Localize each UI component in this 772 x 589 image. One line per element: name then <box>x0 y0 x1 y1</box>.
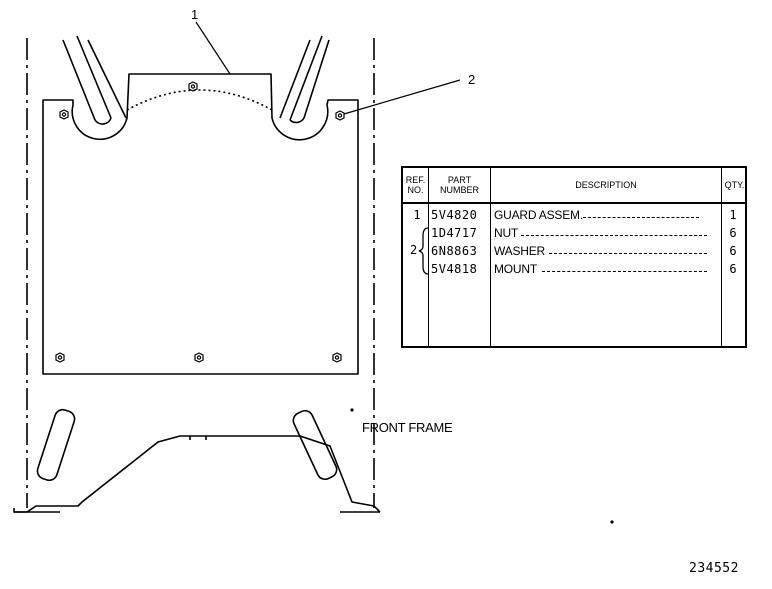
tube-left <box>62 35 127 125</box>
group-ref-number: 2 <box>410 243 418 257</box>
nuts <box>55 81 345 363</box>
table-header <box>403 168 745 204</box>
row-ref: 1 <box>413 208 421 222</box>
table-row: 1 5V4820 GUARD ASSEM. 1 <box>403 208 745 226</box>
frame-bottom <box>13 435 381 513</box>
nut-top-center <box>188 81 198 92</box>
row-description: WASHER <box>494 244 546 258</box>
leader-2 <box>343 79 461 115</box>
nut-bottom-right <box>332 352 342 363</box>
row-qty: 6 <box>729 226 737 240</box>
leader-1 <box>195 21 231 75</box>
callout-1: 1 <box>191 7 199 22</box>
tube-right <box>279 35 330 124</box>
parts-table: REF. NO. PART NUMBER DESCRIPTION QTY. 1 … <box>401 166 747 348</box>
drawing-number: 234552 <box>689 561 739 576</box>
table-row: 1D4717 NUT 6 <box>403 226 745 244</box>
table-row: 6N8863 WASHER 6 <box>403 244 745 262</box>
lower-slot-right <box>292 409 338 481</box>
row-part-number: 1D4717 <box>431 226 478 240</box>
header-description: DESCRIPTION <box>575 180 637 190</box>
row-description: NUT <box>494 226 519 240</box>
nut-bottom-center <box>194 352 204 363</box>
callout-2: 2 <box>468 72 476 87</box>
nut-bottom-left <box>55 352 65 363</box>
front-frame-label: FRONT FRAME <box>362 420 453 435</box>
row-qty: 6 <box>729 244 737 258</box>
lower-slot-left <box>36 408 76 482</box>
row-description: MOUNT <box>494 262 537 276</box>
row-qty: 6 <box>729 262 737 276</box>
header-qty: QTY. <box>724 180 745 190</box>
nut-top-right <box>335 110 345 121</box>
guard-plate <box>42 73 359 375</box>
table-row: 5V4818 MOUNT 6 <box>403 262 745 280</box>
row-part-number: 5V4820 <box>431 208 478 222</box>
row-description: GUARD ASSEM. <box>494 208 583 222</box>
header-ref: REF. NO. <box>405 175 426 195</box>
row-part-number: 6N8863 <box>431 244 478 258</box>
row-qty: 1 <box>729 208 737 222</box>
nut-top-left <box>59 109 69 120</box>
row-part-number: 5V4818 <box>431 262 478 276</box>
header-part-number: PART NUMBER <box>439 175 479 195</box>
